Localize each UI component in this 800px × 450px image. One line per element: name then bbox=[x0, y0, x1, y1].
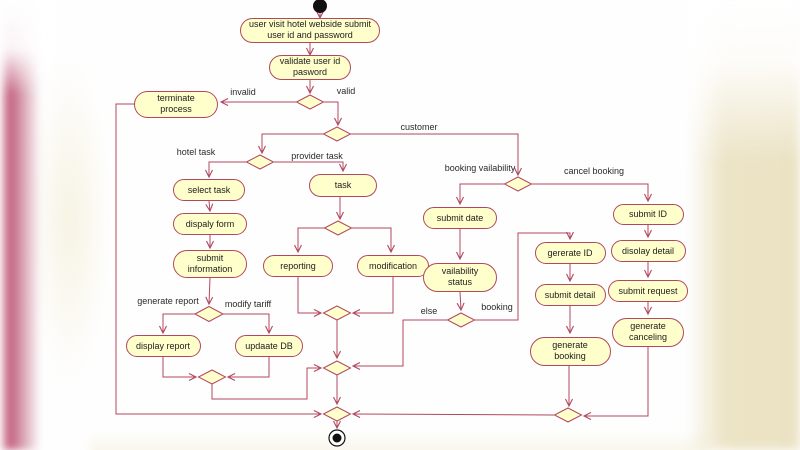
edge-split-to-reporting bbox=[294, 227, 325, 254]
edge-modification-to-merge-task bbox=[351, 277, 394, 317]
edge-availability-to-date bbox=[456, 183, 504, 206]
activity-node-generate-canceling: generate canceling bbox=[612, 317, 684, 347]
edge-label-provider-task: provider task bbox=[291, 151, 343, 161]
edge-select-task-to-dispaly bbox=[205, 200, 214, 213]
edge-reporting-to-merge-task bbox=[297, 277, 323, 317]
decision-node-status bbox=[446, 312, 476, 328]
activity-node-submit-request: submit request bbox=[608, 280, 688, 302]
edge-updaate-to-merge-report bbox=[226, 357, 270, 381]
edge-label-customer: customer bbox=[400, 122, 438, 132]
activity-node-submit-information: submit information bbox=[173, 250, 247, 278]
decision-node-merge-booking bbox=[553, 407, 583, 423]
edge-role-to-staff bbox=[258, 133, 323, 155]
activity-node-terminate: terminate process bbox=[134, 90, 218, 118]
decision-node-report bbox=[193, 305, 225, 323]
activity-node-select-task: select task bbox=[173, 179, 245, 201]
edge-label-valid: valid bbox=[336, 86, 356, 96]
decision-node-merge-final bbox=[322, 406, 352, 422]
activity-node-display-report: display report bbox=[125, 335, 201, 357]
edge-label-modify-tariff: modify tariff bbox=[224, 299, 272, 309]
activity-node-reporting: reporting bbox=[263, 255, 333, 277]
edge-terminate-to-final-merge bbox=[115, 103, 323, 418]
edge-label-booking: booking bbox=[481, 302, 513, 312]
activity-node-vailability-status: vailability status bbox=[423, 262, 497, 292]
edge-staff-to-select-task bbox=[205, 161, 246, 179]
background-blur-blob-bottom bbox=[90, 430, 710, 450]
activity-node-disolay-detail: disolay detail bbox=[610, 240, 686, 262]
decision-node-validate bbox=[295, 94, 325, 110]
activity-node-submit-detail: submit detail bbox=[534, 284, 606, 306]
edge-status-to-status-dec bbox=[456, 291, 465, 312]
edge-label-generate-report: generate report bbox=[137, 296, 199, 306]
edge-role-to-availability bbox=[351, 133, 522, 177]
decision-node-role bbox=[322, 126, 352, 142]
activity-node-updaate-db: updaate DB bbox=[235, 335, 303, 357]
edge-submit-info-to-report-dec bbox=[205, 277, 214, 306]
decision-node-staff bbox=[245, 154, 275, 170]
edge-display-to-merge-report bbox=[162, 357, 198, 381]
activity-node-validate: validate user id pasword bbox=[269, 54, 351, 80]
decision-node-merge-task bbox=[322, 305, 352, 321]
activity-node-visit: user visit hotel webside submit user id … bbox=[240, 17, 380, 43]
edge-report-dec-to-updaate bbox=[223, 313, 273, 335]
activity-node-generate-booking: generate booking bbox=[529, 336, 611, 366]
edge-label-invalid: invalid bbox=[230, 87, 256, 97]
blur-band-left bbox=[0, 0, 56, 450]
decision-node-merge-report bbox=[197, 369, 227, 385]
activity-node-task: task bbox=[309, 173, 377, 197]
decision-node-task-split bbox=[323, 220, 353, 236]
blur-band-right bbox=[688, 0, 800, 450]
edge-booking-to-gererate-id bbox=[475, 231, 574, 321]
edge-canceling-to-merge-booking bbox=[582, 347, 649, 420]
edge-merge-report-to-merge-mid bbox=[211, 364, 323, 400]
activity-node-submit-id: submit ID bbox=[612, 203, 684, 225]
edge-staff-to-task bbox=[274, 161, 347, 173]
activity-node-modification: modification bbox=[357, 255, 429, 277]
edge-split-to-modification bbox=[351, 227, 395, 254]
edge-valid-to-role bbox=[324, 101, 342, 127]
decision-node-merge-mid bbox=[322, 360, 352, 376]
edge-label-else: else bbox=[420, 306, 438, 316]
initial-node bbox=[313, 0, 327, 13]
activity-node-submit-date: submit date bbox=[423, 207, 497, 229]
final-node bbox=[332, 433, 342, 443]
edge-label-cancel-booking: cancel booking bbox=[563, 166, 625, 176]
edge-availability-to-submit-id bbox=[532, 183, 652, 203]
edge-else-to-merge-mid bbox=[351, 319, 447, 370]
activity-node-gererate-id: gererate ID bbox=[534, 242, 606, 264]
edge-report-dec-to-display bbox=[159, 313, 195, 335]
edge-label-hotel-task: hotel task bbox=[176, 147, 216, 157]
edge-label-booking-vailability: booking vailability bbox=[444, 163, 516, 173]
decision-node-availability bbox=[503, 176, 533, 192]
edge-merge-booking-to-final-merge bbox=[351, 410, 555, 419]
activity-node-dispaly-form: dispaly form bbox=[173, 213, 247, 235]
